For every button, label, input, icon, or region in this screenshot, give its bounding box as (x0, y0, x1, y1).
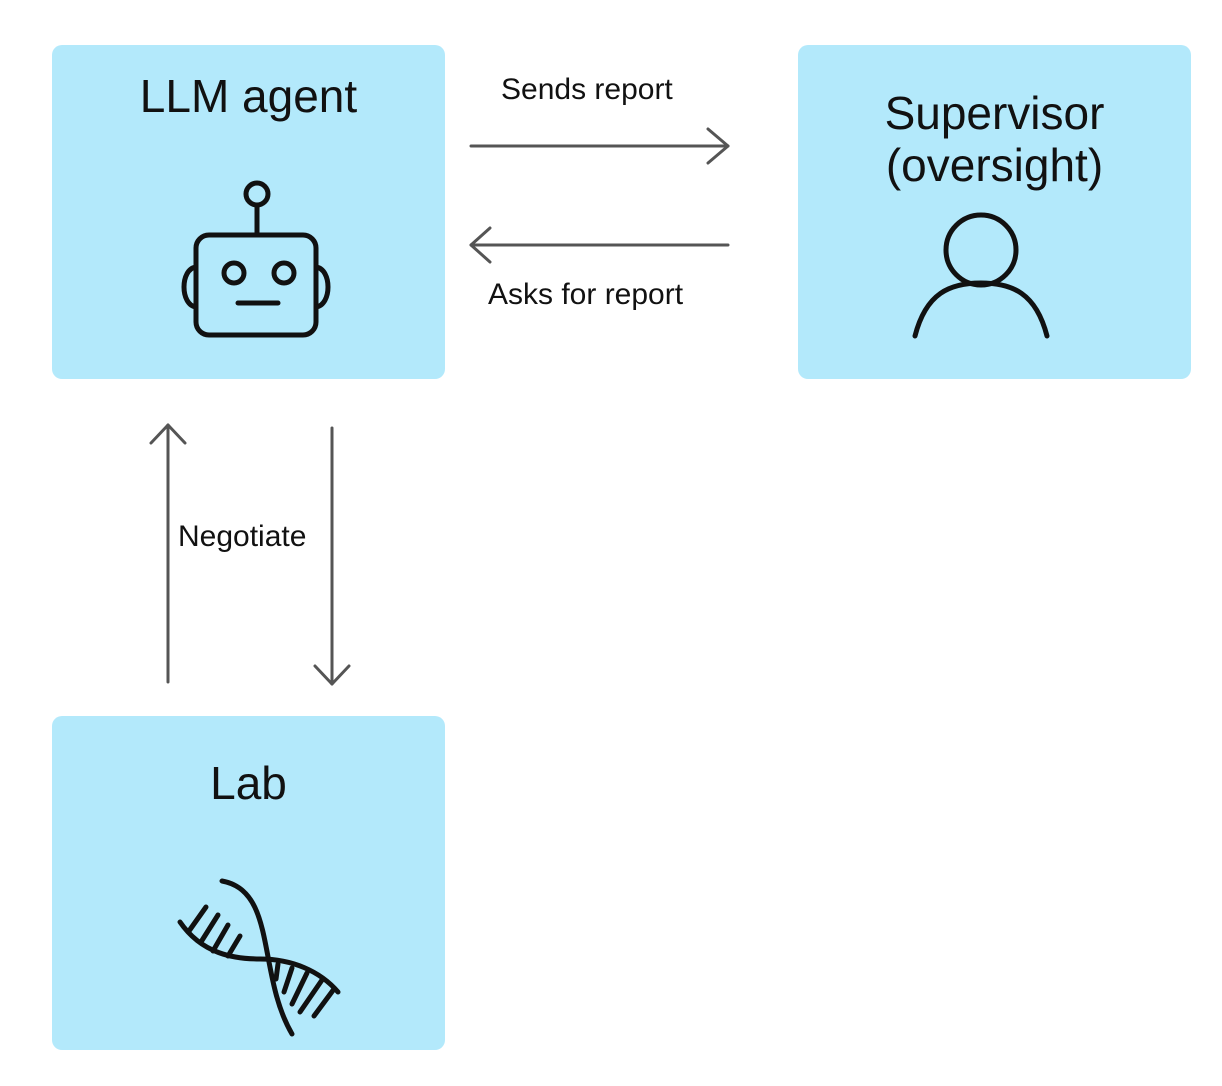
dna-icon (177, 878, 341, 1037)
lab-title: Lab (210, 757, 287, 809)
negotiate-label: Negotiate (178, 520, 307, 553)
sends-report-label: Sends report (501, 73, 673, 106)
lab-node: Lab (52, 716, 445, 1050)
robot-icon (181, 180, 331, 338)
asks-for-report-label: Asks for report (488, 278, 684, 311)
supervisor-node: Supervisor (oversight) (798, 45, 1191, 379)
llm-agent-node: LLM agent (52, 45, 445, 379)
person-icon (912, 212, 1050, 339)
supervisor-title-line2: (oversight) (885, 139, 1104, 191)
llm-agent-title: LLM agent (139, 70, 358, 122)
supervisor-title-line1: Supervisor (884, 87, 1105, 139)
